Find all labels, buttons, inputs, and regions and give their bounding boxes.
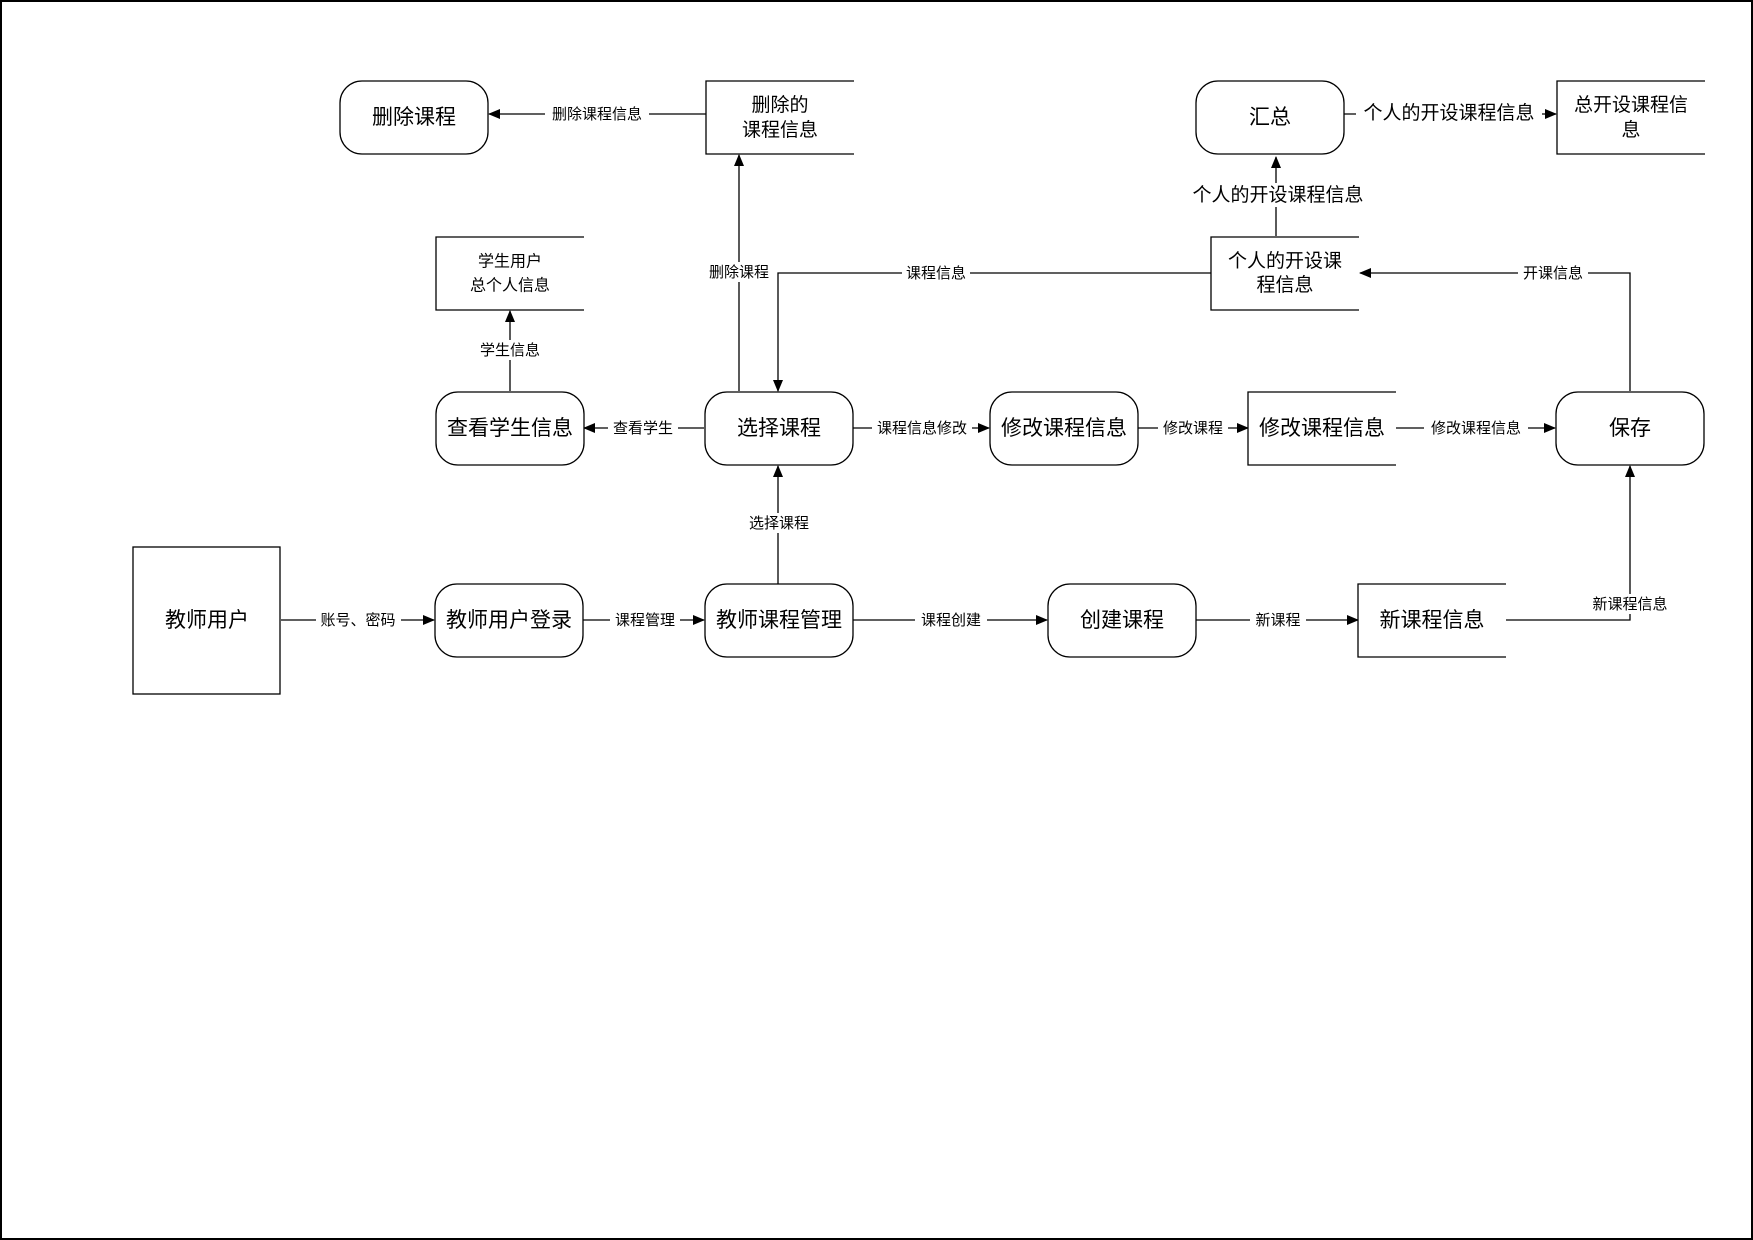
label-course-create: 课程创建: [921, 611, 981, 629]
new-course-info-label: 新课程信息: [1380, 608, 1485, 632]
label-student-info: 学生信息: [480, 341, 540, 359]
label-new-course-info: 新课程信息: [1592, 595, 1667, 613]
student-store-line2: 总个人信息: [470, 276, 550, 295]
label-account-password: 账号、密码: [320, 611, 395, 629]
total-store-line2: 息: [1621, 119, 1640, 141]
store-total-open-course-info: [1556, 80, 1705, 155]
label-delete-course: 删除课程: [709, 263, 769, 281]
label-course-info-modify: 课程信息修改: [877, 419, 967, 437]
process-summary: [1195, 80, 1345, 155]
teacher-login-label: 教师用户登录: [446, 608, 572, 632]
process-modify-course-info: [989, 391, 1139, 466]
view-student-label: 查看学生信息: [447, 416, 573, 440]
store-deleted-course-info: [705, 80, 854, 155]
personal-store-line1: 个人的开设课: [1228, 250, 1342, 272]
process-teacher-login: [434, 583, 584, 658]
label-new-course: 新课程: [1255, 611, 1300, 629]
modify-course-proc-label: 修改课程信息: [1001, 416, 1127, 440]
process-select-course: [704, 391, 854, 466]
create-course-label: 创建课程: [1080, 608, 1164, 632]
label-select-course: 选择课程: [749, 514, 809, 532]
process-delete-course: [339, 80, 489, 155]
modify-course-store-label: 修改课程信息: [1259, 416, 1385, 440]
label-open-course-info: 开课信息: [1523, 264, 1583, 282]
delete-course-label: 删除课程: [372, 105, 456, 129]
process-course-management: [704, 583, 854, 658]
summary-label: 汇总: [1249, 105, 1291, 129]
select-course-label: 选择课程: [737, 416, 821, 440]
student-store-line1: 学生用户: [478, 252, 542, 271]
save-label: 保存: [1609, 416, 1651, 440]
label-personal-open-info-right: 个人的开设课程信息: [1363, 102, 1534, 124]
label-view-student: 查看学生: [613, 419, 673, 437]
deleted-store-line1: 删除的: [751, 94, 808, 116]
total-store-line1: 总开设课程信: [1574, 94, 1688, 116]
label-course-management: 课程管理: [615, 611, 675, 629]
store-student-total-info: [435, 236, 584, 311]
course-management-label: 教师课程管理: [716, 608, 842, 632]
store-new-course-info: [1357, 583, 1506, 658]
teacher-user-label: 教师用户: [165, 608, 249, 632]
flow-course-info: [773, 272, 1211, 392]
label-delete-course-info: 删除课程信息: [552, 105, 642, 123]
label-modify-course-info: 修改课程信息: [1431, 419, 1521, 437]
label-modify-course: 修改课程: [1163, 419, 1223, 437]
flow-open-course-info: [1359, 268, 1631, 391]
store-personal-open-course-info: [1210, 236, 1359, 311]
store-modify-course-info: [1247, 391, 1396, 466]
process-save: [1555, 391, 1705, 466]
process-create-course: [1047, 583, 1197, 658]
external-entity-teacher-user: [132, 546, 281, 695]
personal-store-line2: 程信息: [1256, 274, 1313, 296]
flow-new-course-info: [1506, 465, 1635, 621]
label-course-info: 课程信息: [906, 264, 966, 282]
deleted-store-line2: 课程信息: [742, 119, 818, 141]
label-personal-open-info-up: 个人的开设课程信息: [1192, 184, 1363, 206]
process-view-student-info: [435, 391, 585, 466]
